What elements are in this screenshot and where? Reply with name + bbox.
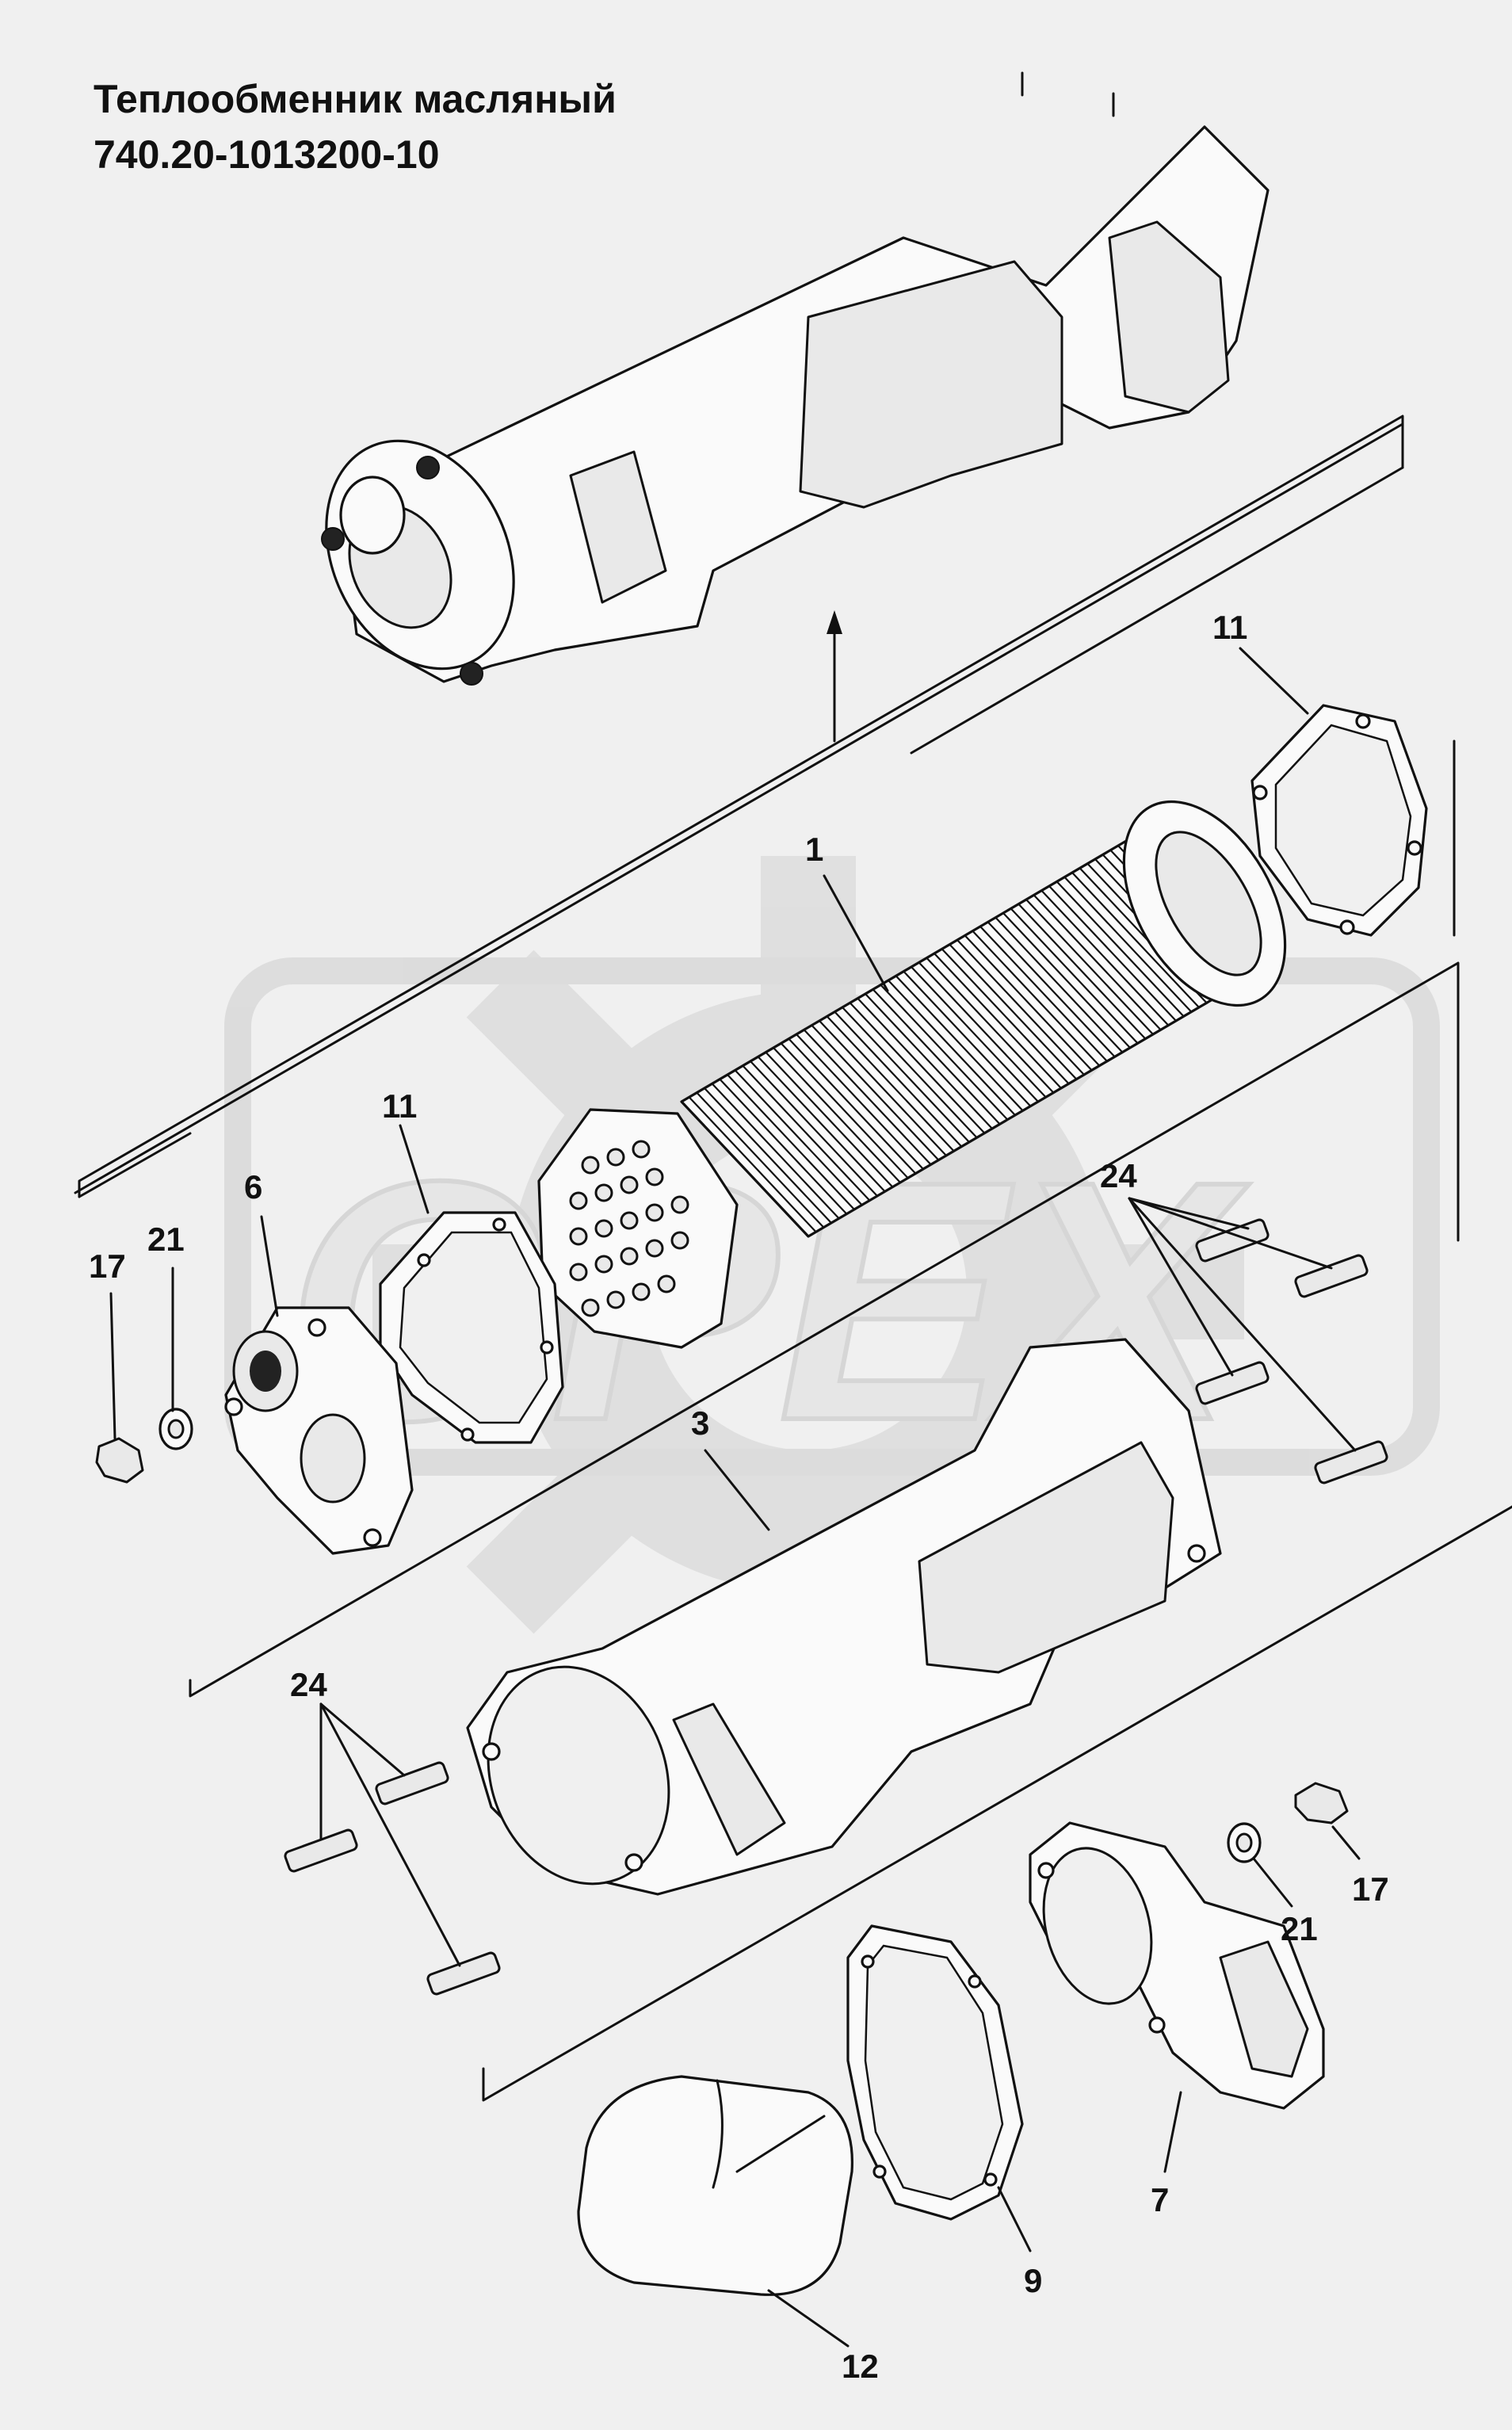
core-tube-holes xyxy=(569,1140,689,1317)
washer-21-left xyxy=(158,1408,193,1450)
callout-12: 12 xyxy=(842,2348,879,2385)
callout-11-left: 11 xyxy=(382,1087,417,1125)
callout-24-upper: 24 xyxy=(1100,1157,1137,1194)
callout-9: 9 xyxy=(1024,2262,1042,2299)
sleeve-12 xyxy=(577,2075,853,2296)
callout-17-right: 17 xyxy=(1352,1870,1389,1908)
callout-1: 1 xyxy=(805,831,823,868)
assembly-frames xyxy=(74,415,1512,2102)
callout-7: 7 xyxy=(1151,2181,1169,2218)
callout-17-left: 17 xyxy=(89,1247,126,1285)
callout-3: 3 xyxy=(691,1404,709,1442)
rear-cover-7 xyxy=(1029,1821,1325,2110)
callout-21-right: 21 xyxy=(1281,1910,1318,1947)
heat-exchanger-core-1 xyxy=(537,800,1287,1349)
title-line-1: Теплообменник масляный xyxy=(94,77,617,121)
assembled-heat-exchanger xyxy=(321,71,1270,686)
end-cover-6 xyxy=(224,1306,414,1555)
callout-labels: 11 1 11 6 21 17 24 3 24 21 17 7 9 12 xyxy=(89,609,1389,2385)
housing-3 xyxy=(466,1338,1222,1896)
callout-6: 6 xyxy=(244,1168,262,1205)
washer-21-right xyxy=(1227,1822,1262,1863)
watermark-frame xyxy=(224,957,1440,1476)
callout-11-right: 11 xyxy=(1212,609,1247,646)
studs-24-lower xyxy=(284,1761,501,1996)
title-line-2: 740.20-1013200-10 xyxy=(94,132,440,177)
nut-17-right xyxy=(1294,1782,1349,1824)
studs-24-upper xyxy=(1195,1218,1388,1484)
leader-lines xyxy=(109,647,1361,2348)
gasket-11-right xyxy=(1250,704,1428,937)
nut-17-left xyxy=(95,1437,144,1484)
callout-24-lower: 24 xyxy=(290,1666,327,1703)
assembly-arrow xyxy=(827,610,842,743)
gasket-11-left xyxy=(379,1211,564,1444)
gasket-9 xyxy=(846,1924,1024,2221)
callout-21-left: 21 xyxy=(147,1221,185,1258)
